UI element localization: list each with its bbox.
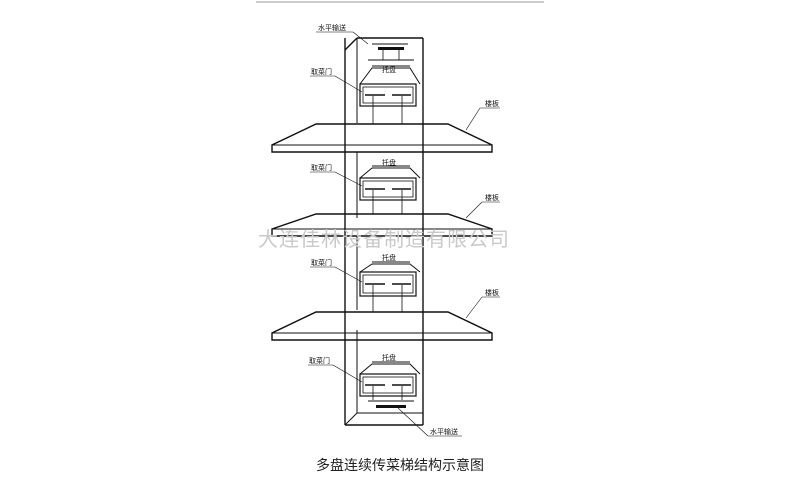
label-floor-slab-3: 楼板 [485,288,499,297]
diagram-caption: 多盘连续传菜梯结构示意图 [316,457,484,474]
label-floor-slab-2: 楼板 [485,193,499,202]
label-horizontal-conveyor-top: 水平输送 [318,23,346,32]
floor-slab-3 [271,311,493,341]
label-landing-door-4: 取菜门 [309,356,330,365]
label-floor-slab-1: 楼板 [485,99,499,108]
label-landing-door-2: 取菜门 [311,163,332,172]
tray-unit-1 [359,65,421,124]
horizontal-conveyor-bottom [368,400,414,408]
tray-unit-2 [359,165,421,214]
tray-unit-4 [359,361,421,400]
label-tray-3: 托盘 [382,253,396,262]
floor-slab-1 [271,123,493,153]
watermark-text: 大连佳林设备制造有限公司 [258,227,510,251]
label-horizontal-conveyor-bottom: 水平输送 [430,427,458,436]
label-tray-2: 托盘 [382,158,396,167]
floor-slab-2 [271,213,493,237]
leader-lines [308,31,500,437]
label-tray-1: 托盘 [382,65,396,74]
horizontal-conveyor-top [368,43,414,61]
label-landing-door-1: 取菜门 [311,67,332,76]
tray-unit-3 [359,261,421,312]
elevator-shaft [344,37,424,426]
label-landing-door-3: 取菜门 [311,258,332,267]
label-tray-4: 托盘 [382,353,396,362]
